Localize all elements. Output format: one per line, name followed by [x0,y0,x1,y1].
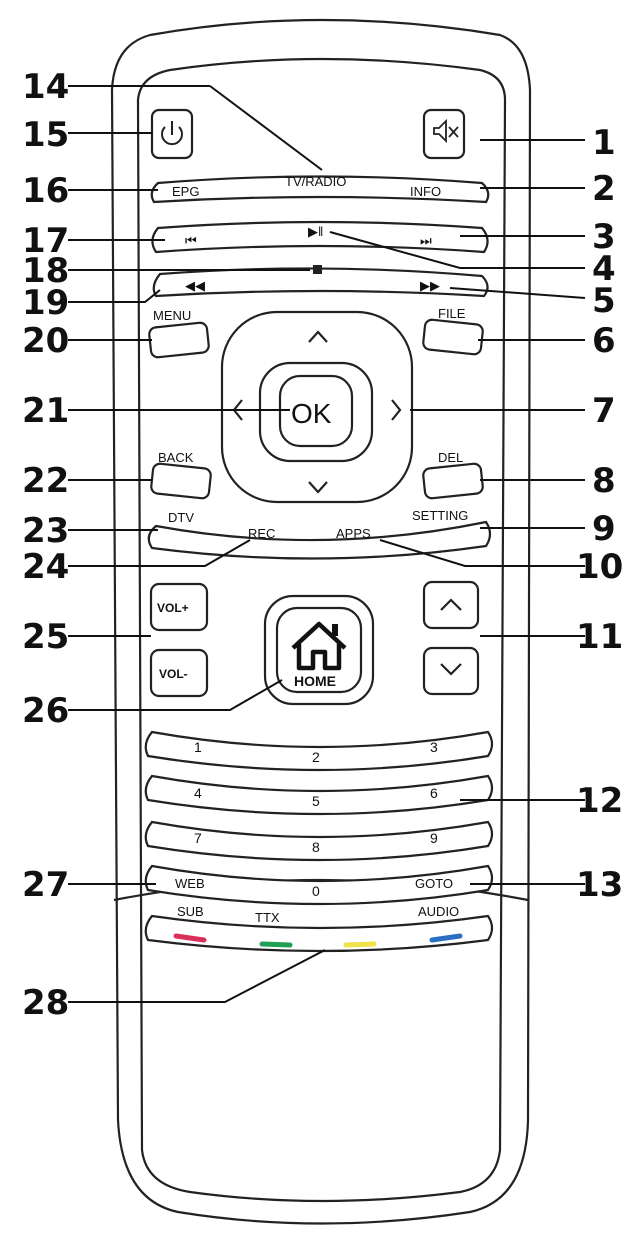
goto-label: GOTO [415,876,453,891]
epg-label: EPG [172,184,199,199]
red-key[interactable] [173,933,207,943]
digit-bar-4[interactable] [144,864,494,906]
vol-up-button[interactable] [149,582,209,632]
callout-26: 26 [22,691,69,731]
dtv-label: DTV [168,510,194,525]
callout-9: 9 [592,509,616,549]
callout-17: 17 [22,221,69,261]
digit-9: 9 [430,830,438,846]
track-bar[interactable] [151,220,489,254]
callout-1: 1 [592,123,616,163]
prev-track-icon: ⏮ [185,233,197,248]
rewind-icon: ◀◀ [185,278,205,293]
digit-3: 3 [430,739,438,755]
right-arrow-icon [391,399,402,421]
callout-18: 18 [22,251,69,291]
callout-25: 25 [22,617,69,657]
callout-13: 13 [576,865,623,905]
vol-down-label: VOL- [159,667,188,681]
mute-icon [433,118,459,144]
blue-key[interactable] [429,933,463,943]
callout-3: 3 [592,217,616,257]
play-pause-icon: ▶‖ [308,224,323,239]
channel-up-icon [440,598,462,611]
digit-1: 1 [194,739,202,755]
audio-label: AUDIO [418,904,459,919]
setting-label: SETTING [412,508,468,523]
digit-0: 0 [312,883,320,899]
stop-icon [313,265,322,274]
callout-2: 2 [592,169,616,209]
menu-label: MENU [153,308,191,323]
callout-22: 22 [22,461,69,501]
callout-4: 4 [592,249,616,289]
callout-14: 14 [22,67,69,107]
rec-label: REC [248,526,275,541]
callout-6: 6 [592,321,616,361]
back-label: BACK [158,450,194,465]
digit-5: 5 [312,793,320,809]
digit-2: 2 [312,749,320,765]
callout-5: 5 [592,281,616,321]
home-label: HOME [294,673,336,689]
file-label: FILE [438,306,466,321]
callout-23: 23 [22,511,69,551]
callout-24: 24 [22,547,69,587]
digit-7: 7 [194,830,202,846]
digit-6: 6 [430,785,438,801]
apps-label: APPS [336,526,371,541]
callout-27: 27 [22,865,69,905]
channel-down-icon [440,663,462,676]
fast-forward-icon: ▶▶ [420,278,440,293]
info-label: INFO [410,184,441,199]
transport-bar[interactable] [152,267,489,298]
callout-10: 10 [576,547,623,587]
callout-15: 15 [22,115,69,155]
vol-down-button[interactable] [149,648,209,698]
callout-28: 28 [22,983,69,1023]
callout-21: 21 [22,391,69,431]
del-button[interactable] [422,462,484,500]
del-label: DEL [438,450,463,465]
power-icon [161,121,183,146]
ttx-label: TTX [255,910,280,925]
digit-8: 8 [312,839,320,855]
remote-outer-body [110,18,532,1225]
channel-down-button[interactable] [422,646,480,696]
leader-lines [68,132,586,1003]
back-button[interactable] [150,462,212,500]
next-track-icon: ⏭ [420,233,432,248]
digit-bar-3[interactable] [144,820,494,862]
function-bar[interactable] [147,520,492,560]
file-button[interactable] [422,318,484,356]
remote-inner-body [136,57,507,1203]
tv-radio-label: TV/RADIO [285,174,346,189]
digit-bar-1[interactable] [144,730,494,772]
epg-info-bar[interactable] [150,175,490,204]
channel-up-button[interactable] [422,580,480,630]
callout-8: 8 [592,461,616,501]
color-key-bar[interactable] [144,914,494,953]
web-label: WEB [175,876,205,891]
callout-20: 20 [22,321,69,361]
callout-19: 19 [22,283,69,323]
mute-button[interactable] [422,108,466,160]
yellow-key[interactable] [343,941,377,948]
vol-up-label: VOL+ [157,601,189,615]
callout-16: 16 [22,171,69,211]
green-key[interactable] [259,941,293,948]
digit-4: 4 [194,785,202,801]
sub-label: SUB [177,904,204,919]
callout-12: 12 [576,781,623,821]
home-icon [291,621,347,671]
ok-label: OK [291,398,332,429]
up-arrow-icon [308,330,328,343]
menu-button[interactable] [148,321,210,359]
callout-7: 7 [592,391,616,431]
callout-11: 11 [576,617,623,657]
leader-14b [209,85,323,171]
down-arrow-icon [308,481,328,494]
